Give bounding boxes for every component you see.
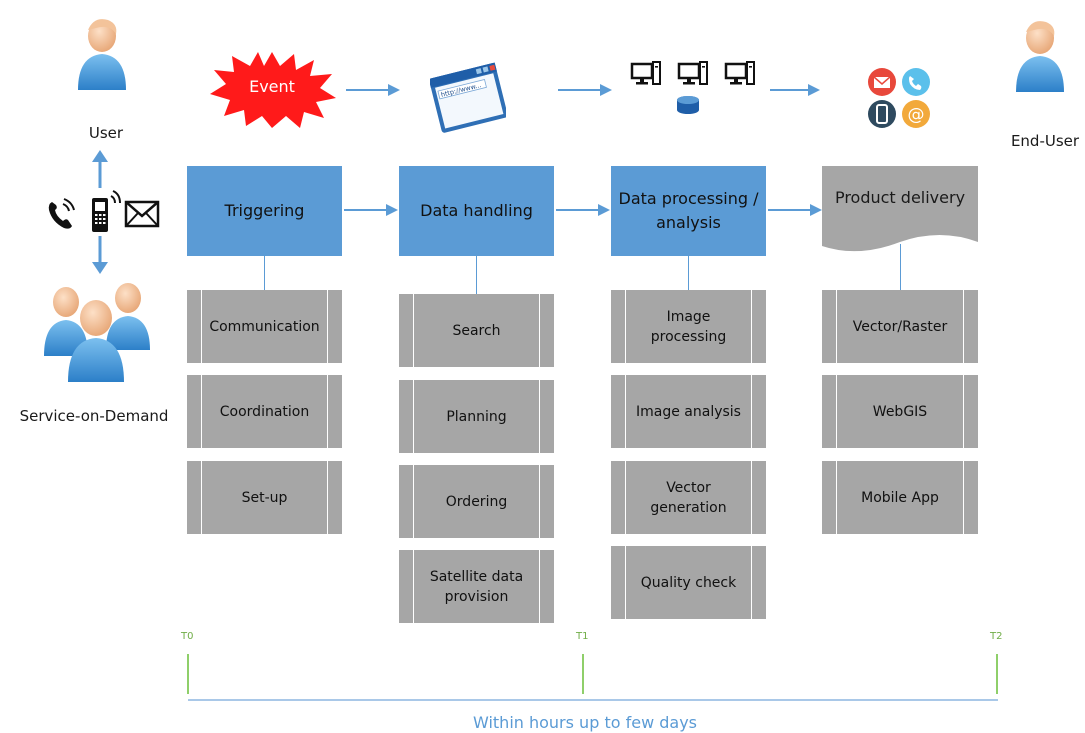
timeline-t1-label: T1 — [576, 631, 589, 642]
stage-data-processing-title: Data processing / analysis — [618, 189, 759, 232]
timeline-t0-tick — [187, 654, 189, 694]
sub-item-vector-generation: Vector generation — [611, 461, 766, 534]
sub-item-ordering: Ordering — [399, 465, 554, 538]
event-label: Event — [249, 77, 295, 96]
sub-item-quality-check: Quality check — [611, 546, 766, 619]
sub-item-satellite-data-provision: Satellite data provision — [399, 550, 554, 623]
computer-network-icon — [630, 61, 755, 114]
stage-product-delivery-shape — [822, 166, 978, 252]
connector-data-handling — [476, 256, 477, 294]
sub-item-set-up: Set-up — [187, 461, 342, 534]
sub-item-planning: Planning — [399, 380, 554, 453]
sub-item-image-analysis: Image analysis — [611, 375, 766, 448]
delivery-channels-icon: @ — [868, 68, 930, 128]
stage-arrows — [344, 204, 822, 216]
end-user-icon — [1016, 21, 1064, 92]
browser-window-icon: http://www... — [430, 62, 506, 133]
stage-data-handling-title: Data handling — [420, 201, 533, 220]
stage-triggering: Triggering — [187, 166, 342, 256]
stage-data-processing: Data processing / analysis — [611, 166, 766, 256]
timeline-t0-label: T0 — [181, 631, 194, 642]
sub-item-coordination: Coordination — [187, 375, 342, 448]
user-communication-arrows — [92, 150, 108, 274]
mobile-phone-icon — [92, 190, 121, 232]
timeline-t1-tick — [582, 654, 584, 694]
timeline-caption: Within hours up to few days — [472, 713, 697, 732]
service-on-demand-label: Service-on-Demand — [19, 407, 169, 425]
top-row-arrows — [346, 84, 820, 96]
sub-item-mobile-app: Mobile App — [822, 461, 978, 534]
mail-icon — [124, 200, 160, 228]
sub-item-image-processing: Image processing — [611, 290, 766, 363]
user-icon — [78, 19, 126, 90]
end-user-label: End-User — [1010, 132, 1080, 150]
timeline-t2-tick — [996, 654, 998, 694]
group-icon — [44, 283, 150, 382]
sub-item-webgis: WebGIS — [822, 375, 978, 448]
connector-data-processing — [688, 256, 689, 290]
timeline-axis — [188, 699, 998, 701]
connector-product-delivery — [900, 244, 901, 290]
sub-item-vector-raster: Vector/Raster — [822, 290, 978, 363]
event-burst-icon — [210, 52, 336, 128]
connector-triggering — [264, 256, 265, 290]
user-label: User — [88, 124, 124, 142]
timeline-t2-label: T2 — [990, 631, 1003, 642]
svg-text:@: @ — [908, 105, 925, 125]
sub-item-search: Search — [399, 294, 554, 367]
sub-item-communication: Communication — [187, 290, 342, 363]
stage-product-delivery-title: Product delivery — [834, 188, 966, 207]
stage-triggering-title: Triggering — [224, 201, 305, 220]
stage-data-handling: Data handling — [399, 166, 554, 256]
phone-icon — [48, 198, 75, 229]
